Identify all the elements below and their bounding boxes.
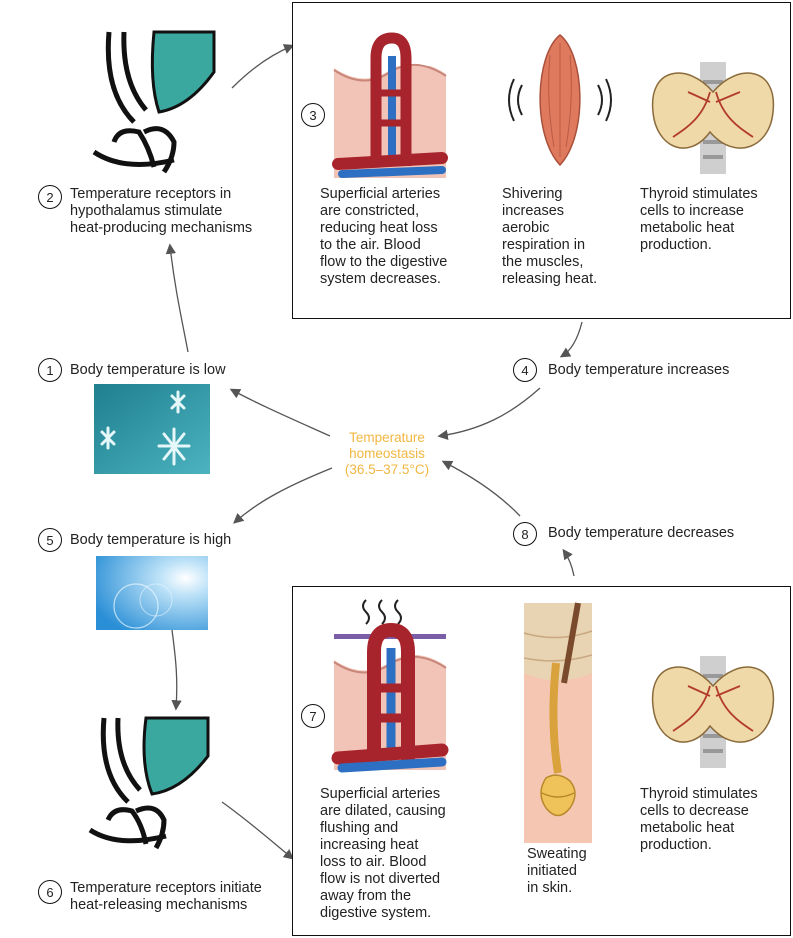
dilated-arteries-illustration: [331, 599, 449, 773]
arrow-8-to-center: [441, 460, 521, 517]
thyroid-increase-caption: Thyroid stimulates cells to increase met…: [640, 186, 758, 253]
arrow-6-to-7: [221, 801, 295, 860]
constricted-arteries-illustration: [332, 18, 448, 178]
step-8-text: Body temperature decreases: [548, 525, 735, 541]
hypothalamus-illustration-bottom: [88, 716, 212, 850]
step-1-text: Body temperature is low: [70, 362, 226, 378]
arrow-center-to-1: [229, 388, 331, 437]
thyroid-decrease-caption: Thyroid stimulates cells to decrease met…: [640, 786, 758, 853]
constricted-arteries-caption: Superficial arteries are constricted, re…: [320, 186, 448, 287]
step-number-6: 6: [38, 880, 62, 904]
step-4-text: Body temperature increases: [548, 362, 730, 378]
arrow-center-to-5: [233, 467, 333, 524]
sweat-gland-illustration: [523, 602, 593, 843]
arrow-4-to-center: [437, 387, 541, 440]
sweating-caption: Sweating initiated in skin.: [527, 846, 587, 896]
step-number-2: 2: [38, 185, 62, 209]
step-number-1: 1: [38, 358, 62, 382]
thyroid-illustration-top: [651, 62, 775, 174]
step-number-7: 7: [301, 704, 325, 728]
arrow-7-to-8: [562, 548, 575, 577]
step-5-text: Body temperature is high: [70, 532, 232, 548]
step-number-4: 4: [513, 358, 537, 382]
shivering-caption: Shivering increases aerobic respiration …: [502, 186, 598, 287]
arrow-5-to-6: [171, 629, 182, 711]
hot-sun-image: [96, 556, 208, 630]
step-number-3: 3: [301, 103, 325, 127]
step-number-8: 8: [513, 522, 537, 546]
arrow-2-to-3: [231, 44, 295, 89]
dilated-arteries-caption: Superficial arteries are dilated, causin…: [320, 786, 446, 921]
step-2-text: Temperature receptors in hypothalamus st…: [70, 186, 253, 236]
hypothalamus-illustration-top: [92, 30, 224, 174]
temperature-homeostasis-label: Temperature homeostasis (36.5–37.5°C): [344, 430, 430, 477]
thyroid-illustration-bottom: [651, 656, 775, 768]
cold-snowflake-image: [94, 384, 210, 474]
shivering-muscle-illustration: [508, 34, 612, 167]
step-number-5: 5: [38, 528, 62, 552]
step-6-text: Temperature receptors initiate heat-rele…: [70, 880, 262, 913]
arrow-3-to-4: [559, 321, 583, 358]
arrow-1-to-2: [165, 243, 189, 353]
